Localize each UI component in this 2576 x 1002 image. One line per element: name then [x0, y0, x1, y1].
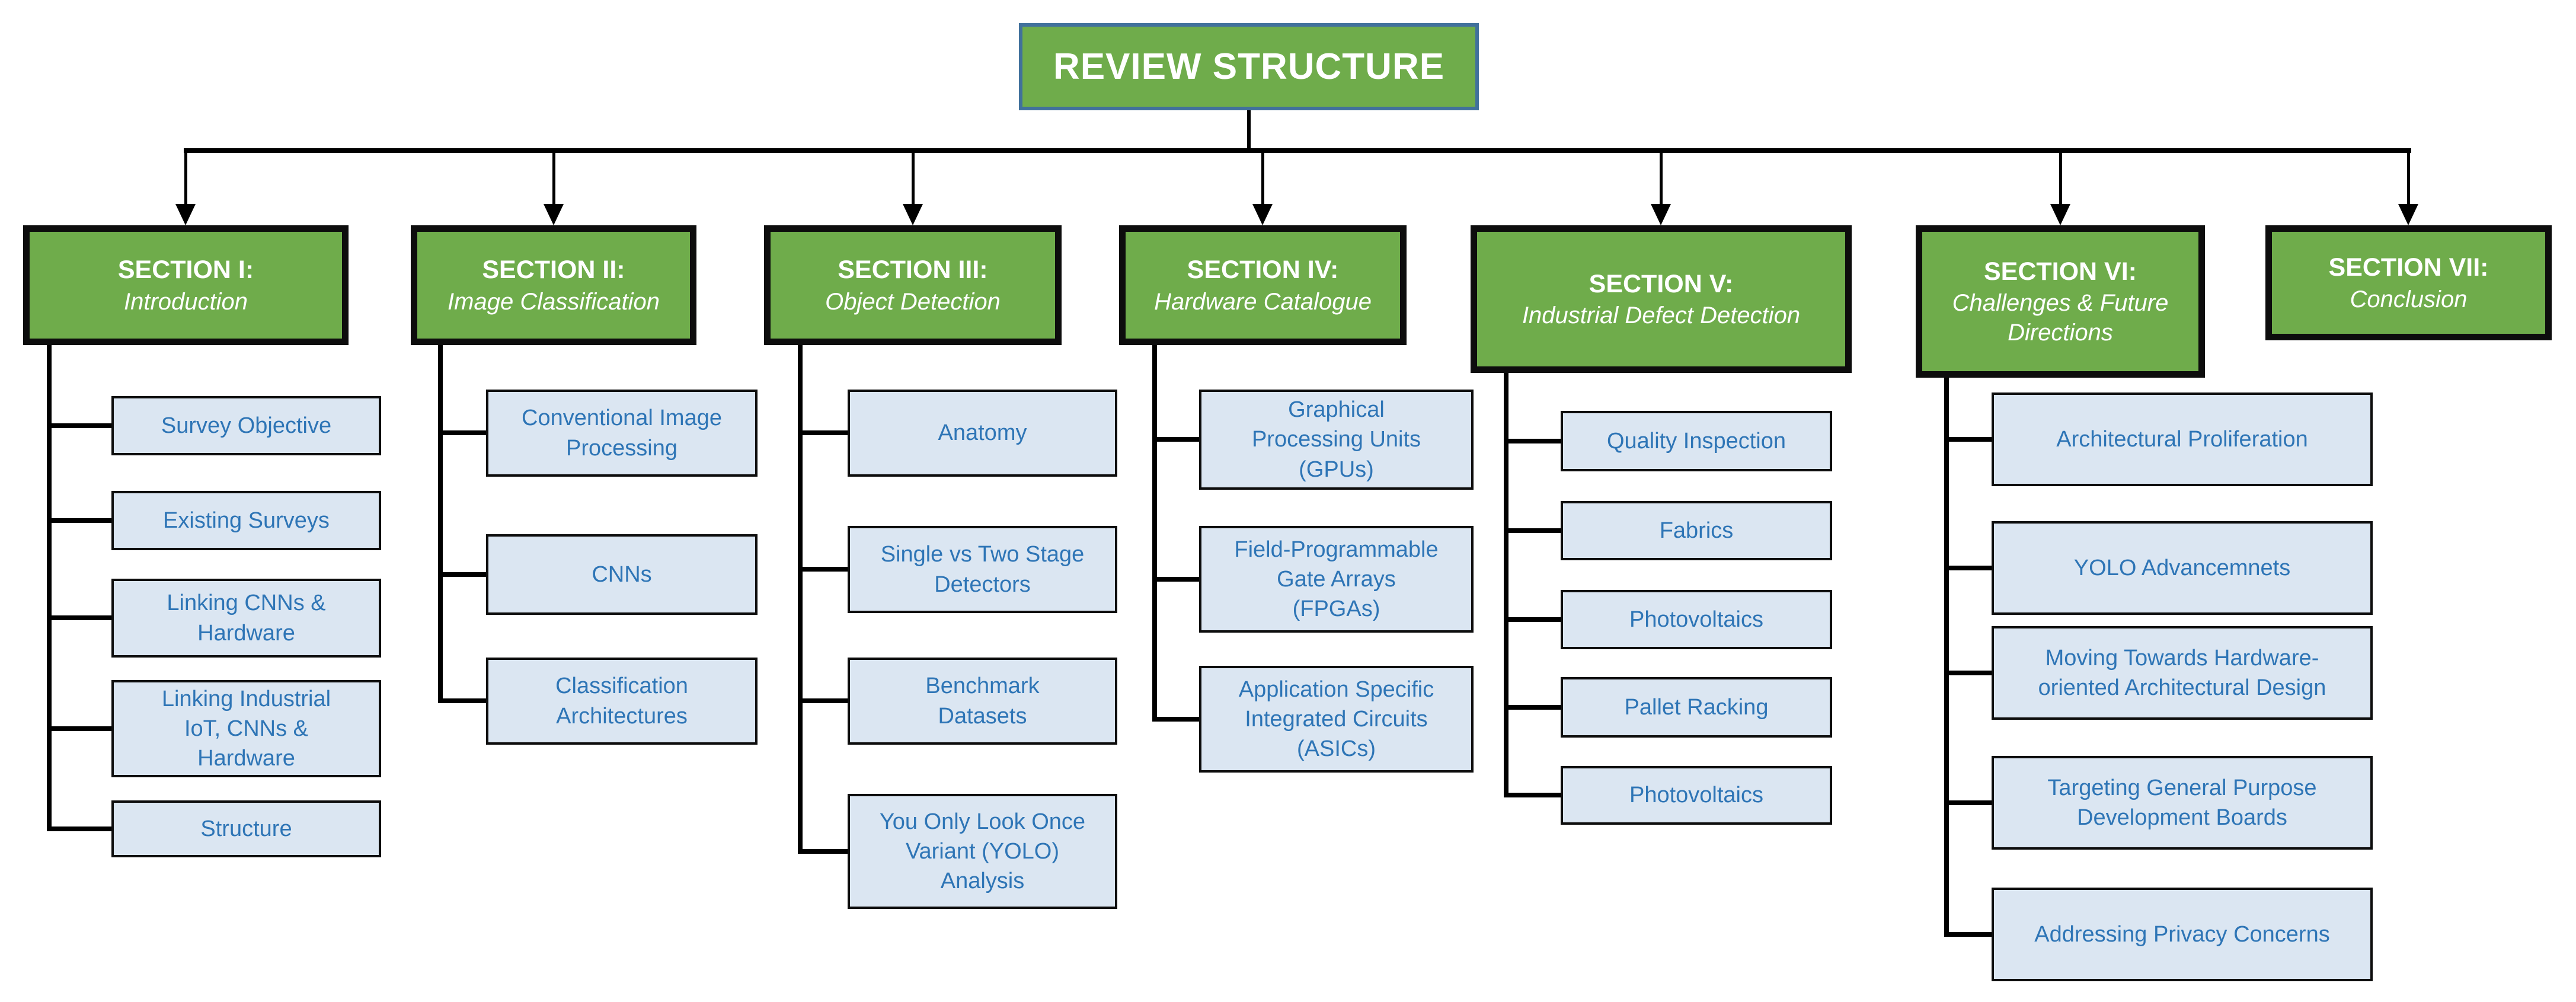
topic-conventional-image-processing: Conventional Image Processing [486, 390, 758, 477]
topic-gpus: Graphical Processing Units (GPUs) [1199, 390, 1474, 490]
topic-existing-surveys: Existing Surveys [111, 491, 381, 550]
connector-line [438, 572, 486, 577]
topic-linking-industrial-iot: Linking Industrial IoT, CNNs & Hardware [111, 680, 381, 777]
section-iii-heading: SECTION III: [838, 256, 988, 285]
branch-line [552, 151, 555, 205]
section-iii-spine [798, 345, 803, 854]
connector-line [438, 698, 486, 703]
section-iv-spine [1152, 345, 1157, 722]
topic-anatomy: Anatomy [848, 390, 1117, 477]
section-ii-subtitle: Image Classification [448, 288, 660, 315]
title-connector-line [1247, 110, 1251, 151]
topic-fpgas: Field-Programmable Gate Arrays (FPGAs) [1199, 526, 1474, 633]
branch-line [1660, 151, 1663, 205]
connector-line [798, 698, 848, 703]
topic-yolo-analysis: You Only Look Once Variant (YOLO) Analys… [848, 794, 1117, 909]
topic-general-purpose-boards: Targeting General Purpose Development Bo… [1992, 756, 2373, 850]
connector-line [1944, 800, 1992, 805]
connector-line [47, 423, 111, 428]
section-iv-heading: SECTION IV: [1187, 256, 1339, 285]
section-vi-heading: SECTION VI: [1983, 257, 2137, 286]
topic-photovoltaics-1: Photovoltaics [1561, 590, 1832, 649]
topic-asics: Application Specific Integrated Circuits… [1199, 666, 1474, 773]
section-v-spine [1504, 373, 1508, 797]
section-iv-subtitle: Hardware Catalogue [1154, 288, 1372, 315]
connector-line [1944, 437, 1992, 442]
arrow-down-icon [903, 204, 923, 225]
topic-classification-architectures: Classification Architectures [486, 658, 758, 745]
connector-line [1504, 617, 1561, 622]
connector-line [1152, 577, 1199, 582]
topic-yolo-advancements: YOLO Advancemnets [1992, 521, 2373, 615]
section-vi-subtitle: Challenges & Future Directions [1952, 290, 2169, 346]
connector-line [47, 518, 111, 523]
connector-line [47, 615, 111, 620]
section-ii-header: SECTION II: Image Classification [411, 225, 696, 345]
section-i-spine [47, 345, 52, 831]
section-vii-heading: SECTION VII: [2328, 253, 2489, 282]
connector-line [1504, 528, 1561, 533]
branch-line [184, 151, 187, 205]
topic-benchmark-datasets: Benchmark Datasets [848, 658, 1117, 745]
connector-line [798, 567, 848, 572]
connector-line [47, 726, 111, 731]
topic-fabrics: Fabrics [1561, 501, 1832, 560]
branch-line [912, 151, 915, 205]
connector-line [1152, 717, 1199, 722]
section-v-heading: SECTION V: [1589, 269, 1734, 298]
topic-quality-inspection: Quality Inspection [1561, 411, 1832, 471]
arrow-down-icon [2398, 204, 2418, 225]
section-i-heading: SECTION I: [117, 256, 254, 285]
connector-line [1504, 439, 1561, 443]
branch-line [1261, 151, 1264, 205]
section-iii-header: SECTION III: Object Detection [764, 225, 1062, 345]
section-iv-header: SECTION IV: Hardware Catalogue [1119, 225, 1407, 345]
topic-linking-cnns-hardware: Linking CNNs & Hardware [111, 579, 381, 658]
arrow-down-icon [1252, 204, 1273, 225]
section-vi-header: SECTION VI: Challenges & Future Directio… [1916, 225, 2205, 378]
section-v-header: SECTION V: Industrial Defect Detection [1471, 225, 1852, 373]
connector-line [1944, 671, 1992, 675]
branch-line [2407, 151, 2410, 205]
section-vii-header: SECTION VII: Conclusion [2265, 225, 2552, 340]
section-vii-subtitle: Conclusion [2350, 286, 2468, 312]
branch-line [2059, 151, 2062, 205]
topic-cnns: CNNs [486, 534, 758, 615]
arrow-down-icon [2050, 204, 2070, 225]
section-i-header: SECTION I: Introduction [23, 225, 349, 345]
connector-line [798, 849, 848, 854]
connector-line [47, 827, 111, 831]
main-rail-line [184, 148, 2411, 153]
connector-line [1944, 932, 1992, 937]
arrow-down-icon [1651, 204, 1671, 225]
connector-line [438, 430, 486, 435]
arrow-down-icon [175, 204, 196, 225]
connector-line [1152, 437, 1199, 442]
connector-line [1504, 793, 1561, 797]
connector-line [1504, 705, 1561, 710]
section-ii-spine [438, 345, 443, 703]
connector-line [798, 430, 848, 435]
topic-survey-objective: Survey Objective [111, 396, 381, 455]
topic-structure: Structure [111, 800, 381, 857]
topic-single-vs-two-stage: Single vs Two Stage Detectors [848, 526, 1117, 613]
topic-photovoltaics-2: Photovoltaics [1561, 766, 1832, 825]
arrow-down-icon [544, 204, 564, 225]
section-i-subtitle: Introduction [123, 288, 248, 315]
topic-hardware-oriented-design: Moving Towards Hardware- oriented Archit… [1992, 626, 2373, 720]
section-iii-subtitle: Object Detection [825, 288, 1001, 315]
topic-privacy-concerns: Addressing Privacy Concerns [1992, 888, 2373, 981]
topic-pallet-racking: Pallet Racking [1561, 677, 1832, 738]
diagram-title: REVIEW STRUCTURE [1019, 23, 1479, 110]
topic-architectural-proliferation: Architectural Proliferation [1992, 392, 2373, 486]
section-ii-heading: SECTION II: [482, 256, 625, 285]
connector-line [1944, 566, 1992, 570]
section-vi-spine [1944, 378, 1949, 937]
section-v-subtitle: Industrial Defect Detection [1522, 302, 1801, 329]
